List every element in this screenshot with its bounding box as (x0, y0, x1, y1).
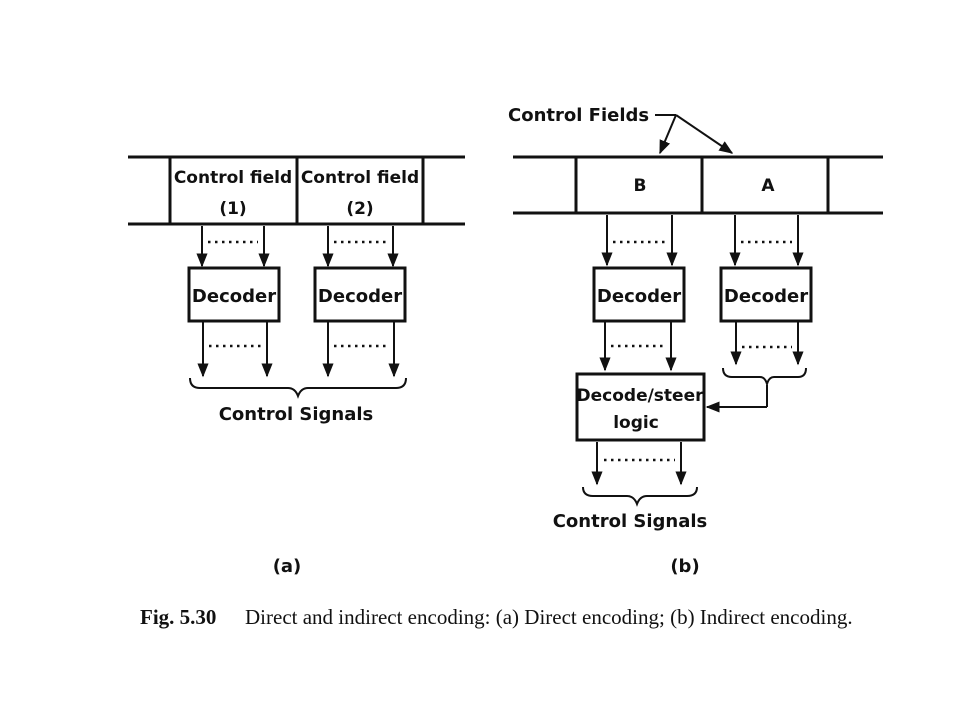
field-1-to-decoder-arrows (196, 226, 270, 268)
decoder-2-output-arrows (322, 322, 400, 378)
decoder-b: Decoder (592, 266, 686, 323)
decode-steer-logic: Decode/steer logic (575, 372, 706, 442)
control-field-b: B (634, 176, 647, 196)
decoder-a-output-brace (722, 367, 807, 388)
decoder-a-to-steer-arrow (705, 385, 768, 413)
control-signals-label-b: Control Signals (553, 511, 708, 532)
decoder-2-a-label: Decoder (318, 286, 402, 307)
diagram-a: Control field (1) Control field (2) Deco… (128, 155, 465, 577)
control-signals-brace-b (582, 486, 698, 507)
field-b-to-decoder-arrows (601, 215, 678, 267)
diagram-b: Control Fields B A (508, 105, 883, 577)
control-field-2-label: Control field (301, 168, 419, 188)
decode-steer-logic-label-2: logic (613, 413, 659, 433)
decoder-b-output-arrows (599, 322, 677, 372)
decode-steer-logic-label-1: Decode/steer (577, 386, 705, 406)
control-word-b (513, 155, 883, 215)
field-a-to-decoder-arrows (729, 215, 804, 267)
figure-caption-text: Direct and indirect encoding: (a) Direct… (245, 605, 853, 629)
control-signals-label-a: Control Signals (219, 404, 374, 425)
decoder-a-label: Decoder (724, 286, 808, 307)
decoder-a-output-arrows (730, 322, 804, 366)
control-fields-pointer-arrows (655, 114, 734, 155)
control-field-1-label: Control field (174, 168, 292, 188)
control-fields-label: Control Fields (508, 105, 649, 126)
control-field-2: Control field (2) (301, 168, 419, 219)
control-signals-brace-a (189, 377, 407, 399)
decoder-2-a: Decoder (313, 266, 407, 323)
control-field-2-number: (2) (346, 199, 373, 219)
decoder-b-label: Decoder (597, 286, 681, 307)
decoder-1-a-label: Decoder (192, 286, 276, 307)
decoder-1-a: Decoder (187, 266, 281, 323)
field-2-to-decoder-arrows (322, 226, 399, 268)
decoder-1-output-arrows (197, 322, 273, 378)
panel-label-a: (a) (273, 556, 302, 577)
steer-logic-output-arrows (591, 442, 687, 486)
control-word-a (128, 155, 465, 226)
figure-caption: Fig. 5.30 Direct and indirect encoding: … (140, 605, 853, 629)
figure-number: Fig. 5.30 (140, 605, 216, 629)
decoder-a: Decoder (719, 266, 813, 323)
control-field-a: A (761, 176, 775, 196)
control-field-1-number: (1) (219, 199, 246, 219)
panel-label-b: (b) (670, 556, 699, 577)
control-field-1: Control field (1) (174, 168, 292, 219)
